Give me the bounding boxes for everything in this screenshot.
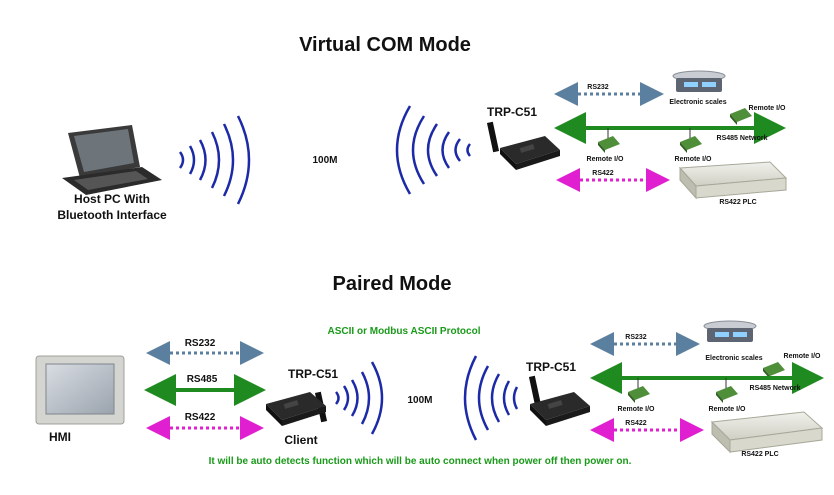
- plc-icon: [710, 411, 824, 454]
- top-distance: 100M: [312, 155, 337, 166]
- trp-c51-server-device-icon: [528, 375, 590, 426]
- bottom-rs422-label: RS422: [185, 412, 216, 423]
- client-device-label: TRP-C51: [288, 367, 338, 381]
- client-label: Client: [284, 433, 317, 447]
- wireless-waves-client-icon: [334, 361, 384, 435]
- top-scales-label: Electronic scales: [669, 99, 726, 106]
- trp-c51-device-icon: [486, 121, 560, 170]
- bottom-right-rs422-label: RS422: [625, 420, 647, 427]
- bottom-title: Paired Mode: [333, 273, 452, 295]
- remote-io-icon: [716, 386, 738, 403]
- bottom-distance: 100M: [407, 395, 432, 406]
- bottom-right-rs232-label: RS232: [625, 334, 647, 341]
- plc-icon: [678, 161, 788, 200]
- remote-io-icon: [598, 136, 620, 153]
- electronic-scales-icon: [672, 70, 726, 92]
- hmi-label: HMI: [49, 430, 71, 444]
- remote-io-icon: [680, 136, 702, 153]
- hmi-panel-icon: [35, 355, 125, 425]
- server-device-label: TRP-C51: [526, 360, 576, 374]
- bottom-rs232-label: RS232: [185, 338, 216, 349]
- bottom-rs485-label: RS485: [187, 374, 218, 385]
- bottom-plc-label: RS422 PLC: [741, 451, 778, 458]
- top-remote-io-label-2: Remote I/O: [587, 156, 625, 163]
- wireless-waves-right-icon: [395, 105, 472, 195]
- top-device-label: TRP-C51: [487, 105, 537, 119]
- top-rs422-label: RS422: [592, 170, 614, 177]
- laptop-icon: [62, 125, 162, 195]
- bottom-remote-io-label-1: Remote I/O: [784, 353, 822, 360]
- bottom-remote-io-label-3: Remote I/O: [709, 406, 747, 413]
- top-rs232-label: RS232: [587, 84, 609, 91]
- host-label-line1: Host PC With: [74, 192, 150, 206]
- remote-io-icon: [628, 386, 650, 403]
- bottom-remote-io-label-2: Remote I/O: [618, 406, 656, 413]
- top-remote-io-label-3: Remote I/O: [675, 156, 713, 163]
- top-plc-label: RS422 PLC: [719, 199, 756, 206]
- trp-c51-client-device-icon: [266, 391, 328, 426]
- top-remote-io-label-1: Remote I/O: [749, 105, 787, 112]
- protocol-label: ASCII or Modbus ASCII Protocol: [328, 326, 481, 337]
- auto-connect-note: It will be auto detects function which w…: [209, 456, 632, 467]
- electronic-scales-icon: [703, 320, 757, 342]
- top-rs485-label: RS485 Network: [717, 135, 768, 142]
- host-label-line2: Bluetooth Interface: [57, 208, 167, 222]
- bottom-scales-label: Electronic scales: [705, 355, 762, 362]
- wireless-waves-left-icon: [178, 115, 251, 205]
- top-title: Virtual COM Mode: [299, 34, 471, 56]
- wireless-waves-server-icon: [463, 355, 519, 441]
- bottom-rs485-network-label: RS485 Network: [750, 385, 801, 392]
